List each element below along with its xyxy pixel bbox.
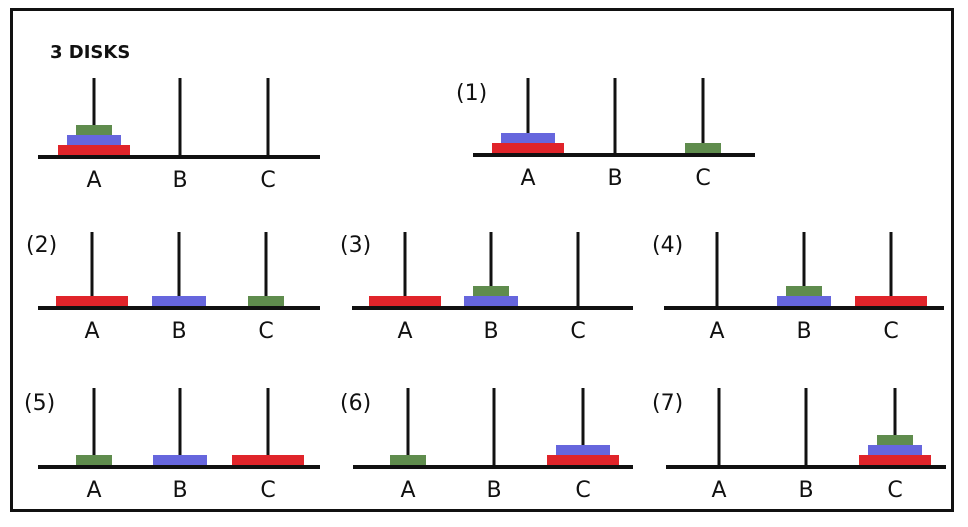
hanoi-panel: (1) A B C xyxy=(456,78,755,191)
peg-label: C xyxy=(258,319,273,344)
peg-label: C xyxy=(883,319,898,344)
step-label: (7) xyxy=(652,391,683,416)
disk-large xyxy=(58,145,130,155)
peg-label: C xyxy=(570,319,585,344)
peg-label: A xyxy=(86,478,101,503)
peg-label: B xyxy=(607,166,622,191)
hanoi-panel: (7) A B C xyxy=(652,388,946,503)
disk-small xyxy=(473,286,509,296)
diagram-frame xyxy=(10,8,954,512)
peg-label: A xyxy=(86,168,101,193)
disk-medium xyxy=(152,296,206,306)
peg-label: A xyxy=(397,319,412,344)
disk-small xyxy=(786,286,822,296)
disk-large xyxy=(369,296,441,306)
peg-label: B xyxy=(796,319,811,344)
disk-large xyxy=(547,455,619,465)
peg-label: B xyxy=(172,168,187,193)
disk-small xyxy=(76,125,112,135)
disk-small xyxy=(877,435,913,445)
peg-label: A xyxy=(711,478,726,503)
peg-label: C xyxy=(695,166,710,191)
peg-label: A xyxy=(520,166,535,191)
disk-small xyxy=(685,143,721,153)
hanoi-panel: (2) A B C xyxy=(26,232,320,344)
disk-medium xyxy=(556,445,610,455)
step-label: (2) xyxy=(26,233,57,258)
disk-medium xyxy=(67,135,121,145)
diagram-title: 3 DISKS xyxy=(50,42,130,63)
step-label: (5) xyxy=(24,391,55,416)
peg-label: C xyxy=(575,478,590,503)
peg-label: B xyxy=(172,478,187,503)
disk-medium xyxy=(464,296,518,306)
peg-label: B xyxy=(483,319,498,344)
disk-small xyxy=(76,455,112,465)
hanoi-panel: (5) A B C xyxy=(24,388,320,503)
hanoi-panel: (3) A B C xyxy=(340,232,633,344)
disk-small xyxy=(390,455,426,465)
disk-small xyxy=(248,296,284,306)
peg-label: A xyxy=(400,478,415,503)
hanoi-panel: (4) A B C xyxy=(652,232,944,344)
disk-large xyxy=(232,455,304,465)
disk-large xyxy=(855,296,927,306)
disk-medium xyxy=(868,445,922,455)
disk-medium xyxy=(153,455,207,465)
peg-label: B xyxy=(486,478,501,503)
disk-large xyxy=(56,296,128,306)
peg-label: C xyxy=(260,168,275,193)
peg-label: B xyxy=(798,478,813,503)
disk-large xyxy=(492,143,564,153)
peg-label: A xyxy=(84,319,99,344)
step-label: (6) xyxy=(340,391,371,416)
step-label: (1) xyxy=(456,81,487,106)
disk-medium xyxy=(777,296,831,306)
peg-label: B xyxy=(171,319,186,344)
peg-label: C xyxy=(887,478,902,503)
step-label: (3) xyxy=(340,233,371,258)
peg-label: A xyxy=(709,319,724,344)
hanoi-panel: (6) A B C xyxy=(340,388,633,503)
hanoi-panel: A B C xyxy=(38,78,320,193)
disk-medium xyxy=(501,133,555,143)
step-label: (4) xyxy=(652,233,683,258)
disk-large xyxy=(859,455,931,465)
peg-label: C xyxy=(260,478,275,503)
